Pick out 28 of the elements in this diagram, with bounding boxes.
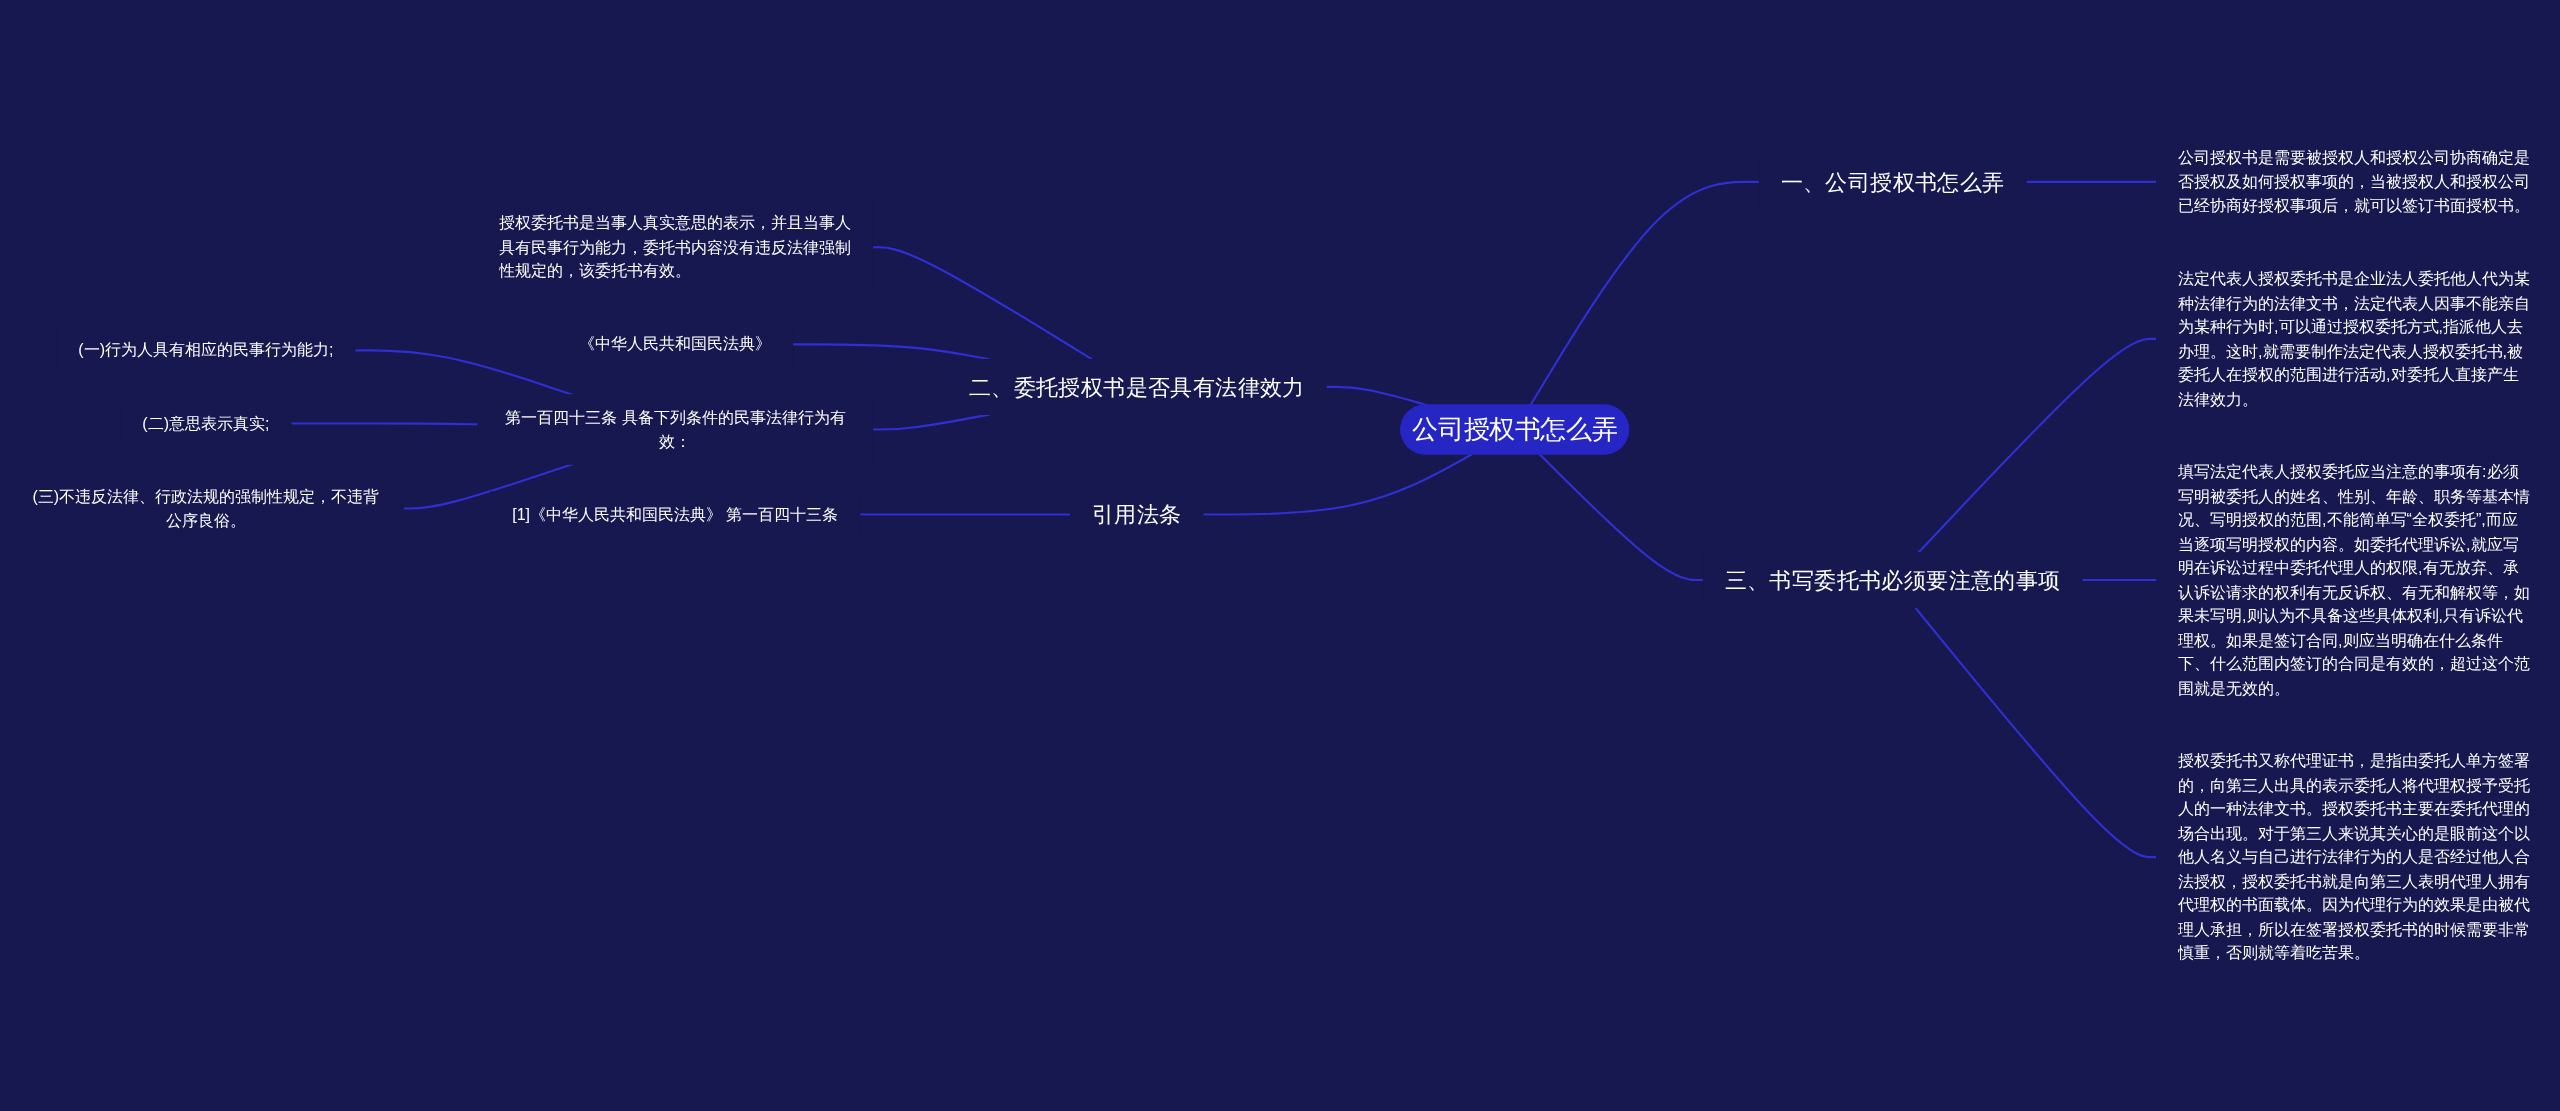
node-text: 二、委托授权书是否具有法律效力 <box>968 374 1305 399</box>
connector <box>1202 453 1473 516</box>
node-text: 授权委托书又称代理证书，是指由委托人单方签署的，向第三人出具的表示委托人将代理权授予受托人的一种法律文书。授权委托书主要在委托代理的场合出现。对于第三人来说其关心的是眼前这个以他人名义与自己进行法律行为的人是否经过他人合法授权，授权委托书就是向第三人表明代理人拥有代理权的书面载体。因为代理行为的效果是由被代理人承担，所以在签署授权委托书的时候需要非常慎重，否则就等着吃苦果。 <box>2178 751 2531 962</box>
connector <box>290 422 478 426</box>
node-text: 《中华人民共和国民法典》 <box>579 334 772 353</box>
node-text: (二)意思表示真实; <box>142 413 270 432</box>
node-text: (一)行为人具有相应的民事行为能力; <box>78 340 334 359</box>
node-text: 公司授权书是需要被授权人和授权公司协商确定是否授权及如何授权事项的，当被授权人和授权公司已经协商好授权事项后，就可以签订书面授权书。 <box>2178 147 2531 215</box>
node-text: 填写法定代表人授权委托应当注意的事项有:必须写明被委托人的姓名、性别、年龄、职务等基本情况、写明授权的范围,不能简单写“全权委托”,而应当逐项写明授权的内容。如委托代理诉讼,就应写明在诉讼过程中委托代理人的权限,有无放弃、承认诉讼请求的权利有无反诉权、有无和解权等，如果未写明,则认为不具备这些具体权利,只有诉讼代理权。如果是签订合同,则应当明确在什么条件下、什么范围内签订的合同是有效的，超过这个范围就是无效的。 <box>2178 462 2531 697</box>
node-text: 一、公司授权书怎么弄 <box>1780 169 2005 194</box>
node-text: 授权委托书是当事人真实意思的表示，并且当事人具有民事行为能力，委托书内容没有违反法律强制性规定的，该委托书有效。 <box>499 213 852 280</box>
connector <box>1914 606 2157 859</box>
node-text: 引用法条 <box>1091 502 1182 527</box>
connector <box>1539 453 1704 582</box>
connector <box>403 463 573 510</box>
node-text: [1]《中华人民共和国民法典》 第一百四十三条 <box>512 504 839 523</box>
node-text: 法定代表人授权委托书是企业法人委托他人代为某种法律行为的法律文书，法定代表人因事不能亲自为某种行为时,可以通过授权委托方式,指派他人去办理。这时,就需要制作法定代表人授权委托书,被委托人在授权的范围进行活动,对委托人直接产生法律效力。 <box>2178 269 2531 408</box>
connector <box>872 413 991 431</box>
connector <box>792 343 991 361</box>
connector <box>2082 578 2157 582</box>
connector <box>1917 337 2157 554</box>
node-text: 三、书写委托书必须要注意的事项 <box>1724 567 2061 593</box>
node-text: 第一百四十三条 具备下列条件的民事法律行为有效： <box>505 407 846 450</box>
connector <box>2026 180 2157 183</box>
connector <box>872 246 1093 361</box>
connector <box>859 513 1071 516</box>
node-text: (三)不违反法律、行政法规的强制性规定，不违背公序良俗。 <box>32 486 380 529</box>
connector <box>354 349 573 396</box>
